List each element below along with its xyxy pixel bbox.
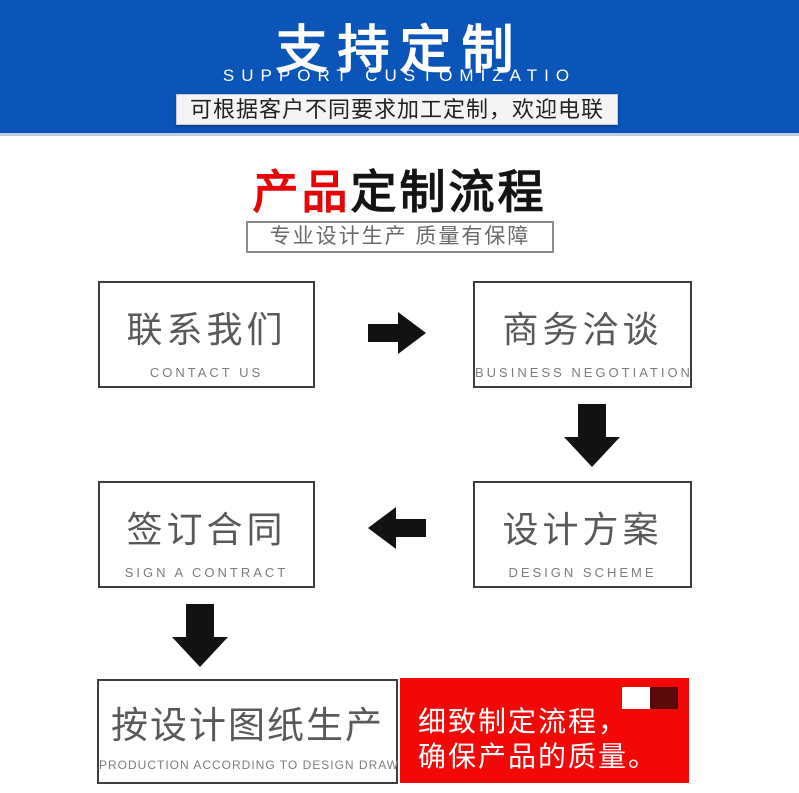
flow-step-label-cn: 按设计图纸生产 [111,705,384,746]
arrow-left-icon [368,507,426,549]
flow-step-label-en: SIGN A CONTRACT [124,565,289,580]
quality-note-line2: 确保产品的质量。 [418,741,659,772]
flow-step-label-cn: 设计方案 [502,509,663,550]
arrow-right-icon [368,312,426,354]
section-subtitle: 专业设计生产 质量有保障 [246,221,554,253]
quality-note-line1: 细致制定流程， [418,706,629,737]
banner-title: 支持定制 [275,22,524,80]
flow-step-production: 按设计图纸生产 PRODUCTION ACCORDING TO DESIGN D… [97,679,433,784]
flow-step-label-en: PRODUCTION ACCORDING TO DESIGN DRAWINGS [99,758,433,772]
flow-step-label-en: DESIGN SCHEME [508,565,657,580]
section-title: 产品定制流程 [0,156,799,222]
flow-step-design-scheme: 设计方案 DESIGN SCHEME [473,481,692,588]
flow-step-label-cn: 商务洽谈 [502,309,663,350]
banner: 支持定制 SUPPORT CUSTOMIZATIO 可根据客户不同要求加工定制，… [0,0,799,136]
flow-step-business-negotiation: 商务洽谈 BUSINESS NEGOTIATION [473,281,692,388]
quality-note: 细致制定流程， 确保产品的质量。 [400,678,689,783]
section-title-rest: 定制流程 [350,166,547,218]
banner-tagline: 可根据客户不同要求加工定制，欢迎电联 [176,94,618,125]
banner-subtitle: SUPPORT CUSTOMIZATIO [222,66,577,85]
flow-step-label-cn: 联系我们 [126,309,287,350]
flow-step-sign-contract: 签订合同 SIGN A CONTRACT [98,481,315,588]
section-title-accent: 产品 [252,166,351,218]
flow-step-label-en: CONTACT US [149,365,264,380]
arrow-down-icon [172,604,228,667]
flow-step-label-cn: 签订合同 [126,509,287,550]
white-square-decor [622,687,650,709]
arrow-down-icon [564,404,620,467]
flow-step-label-en: BUSINESS NEGOTIATION [475,365,693,380]
flow-step-contact-us: 联系我们 CONTACT US [98,281,315,388]
maroon-square-decor [650,687,678,709]
